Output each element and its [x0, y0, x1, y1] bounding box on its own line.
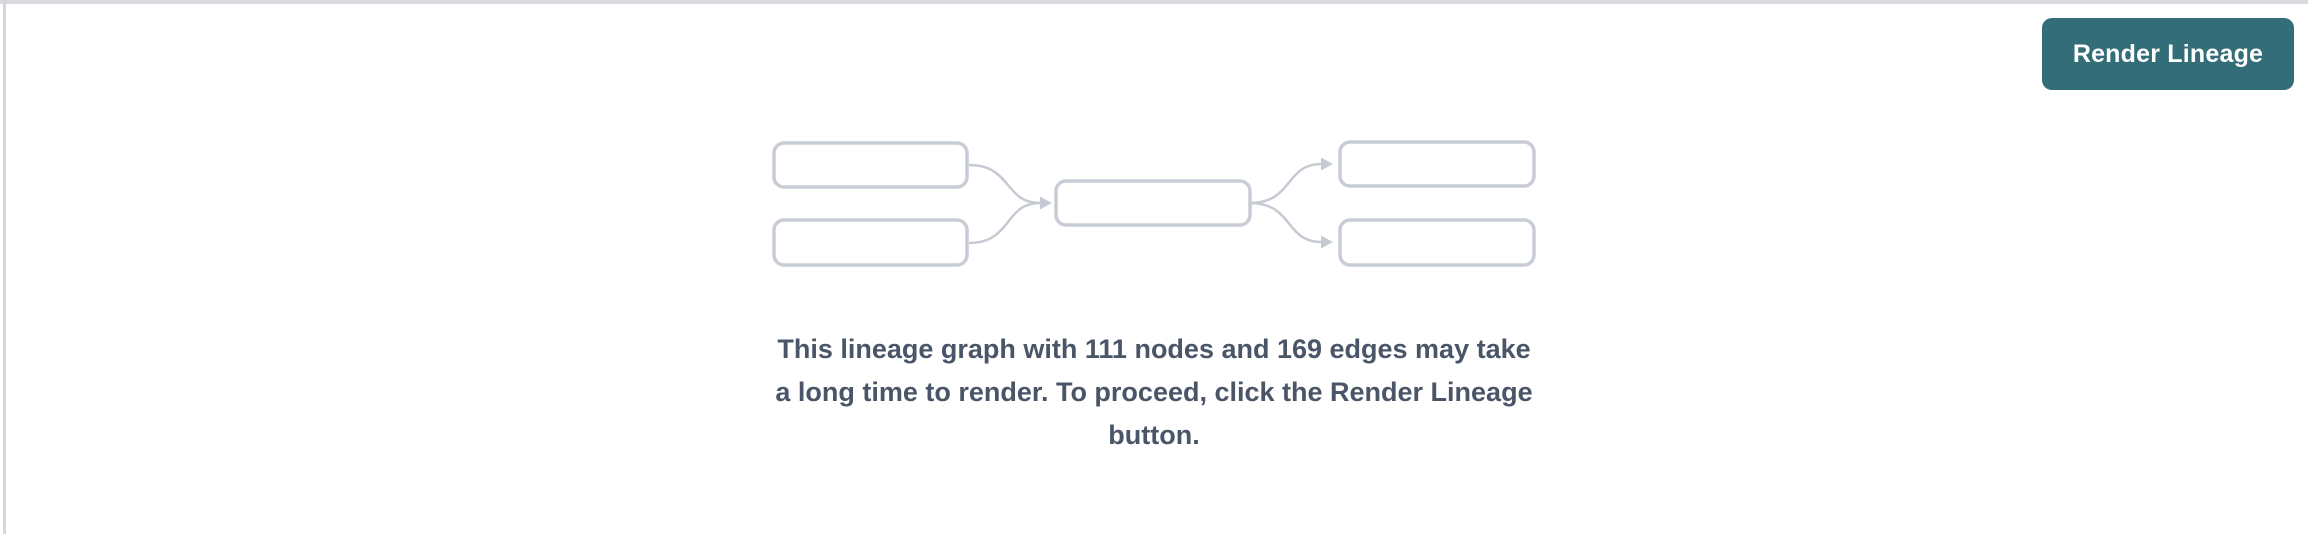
- panel-top-border: [0, 0, 2308, 4]
- lineage-empty-state: This lineage graph with 111 nodes and 16…: [604, 140, 1704, 457]
- edge-middle-to-right-top: [1249, 162, 1322, 205]
- arrowhead-right-bottom: [1321, 235, 1333, 249]
- placeholder-node-left-top: [772, 141, 969, 189]
- warning-message-line-3: button.: [1108, 420, 1200, 450]
- lineage-graph-placeholder-icon: [772, 140, 1536, 267]
- panel-left-border: [3, 0, 6, 534]
- edge-left-bottom-to-middle: [968, 201, 1041, 245]
- edge-middle-to-right-bottom: [1249, 201, 1322, 244]
- arrowhead-into-middle: [1040, 196, 1052, 210]
- render-lineage-button[interactable]: Render Lineage: [2042, 18, 2294, 90]
- arrowhead-right-top: [1321, 157, 1333, 171]
- warning-message-line-2: a long time to render. To proceed, click…: [775, 377, 1533, 407]
- placeholder-node-right-bottom: [1338, 218, 1536, 267]
- placeholder-node-middle: [1054, 179, 1252, 227]
- edge-left-top-to-middle: [968, 163, 1041, 205]
- placeholder-node-left-bottom: [772, 218, 969, 267]
- lineage-warning-message: This lineage graph with 111 nodes and 16…: [775, 328, 1532, 457]
- placeholder-node-right-top: [1338, 140, 1536, 188]
- warning-message-line-1: This lineage graph with 111 nodes and 16…: [777, 334, 1531, 364]
